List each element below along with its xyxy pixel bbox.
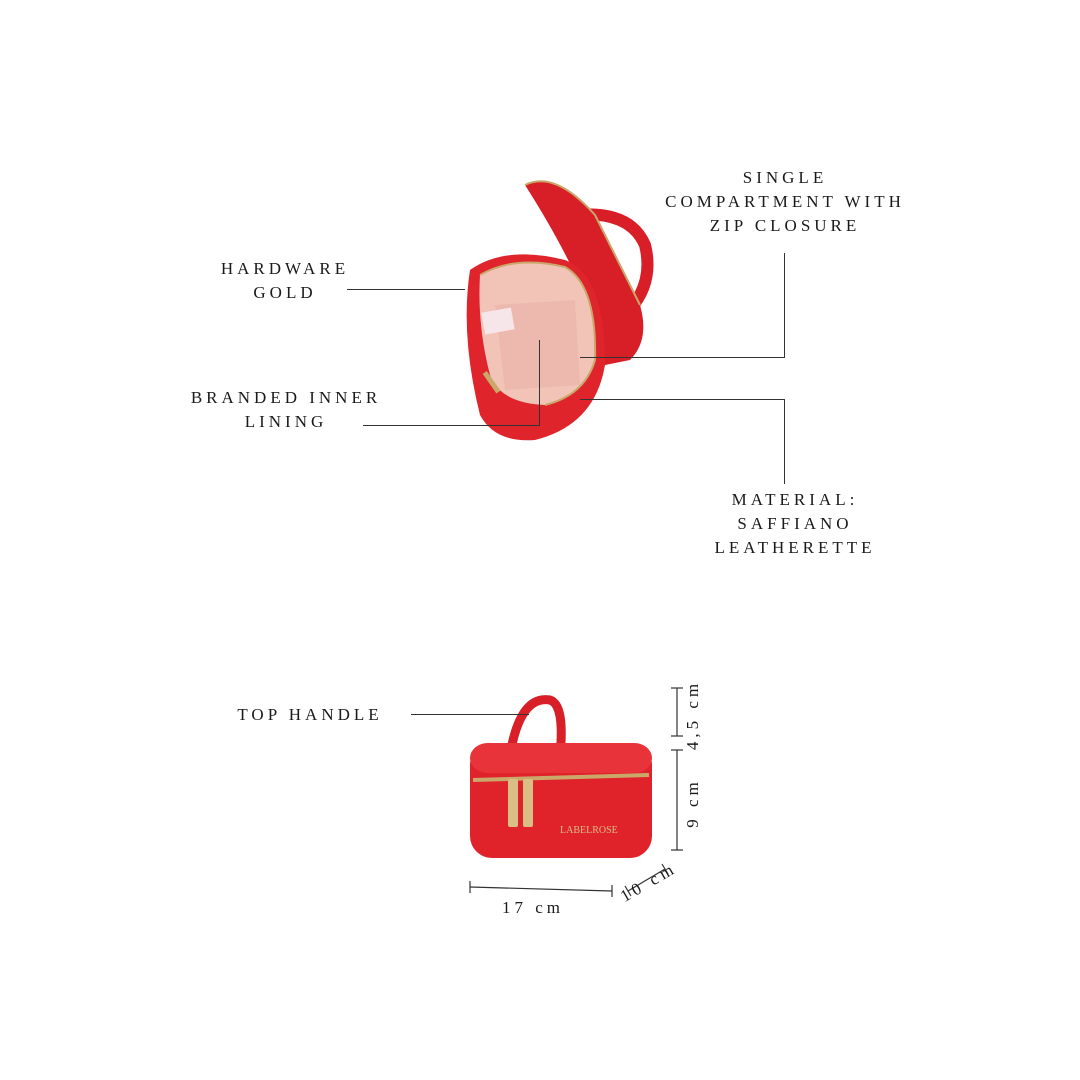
- open-bag-image: [466, 180, 654, 441]
- leader-line-compartment: [784, 253, 785, 357]
- leader-line-hardware: [347, 289, 465, 290]
- dimension-height: 9 cm: [683, 778, 702, 828]
- label-top-handle: TOP HANDLE: [237, 705, 383, 724]
- leader-line-material-v: [784, 399, 785, 484]
- leader-line-handle: [411, 714, 529, 715]
- dimension-width: 17 cm: [502, 898, 565, 917]
- leader-line-compartment-h: [580, 357, 785, 358]
- closed-bag-image: LABELROSE: [470, 695, 652, 858]
- leader-line-material: [580, 399, 785, 400]
- label-lining: BRANDED INNER LINING: [190, 388, 382, 431]
- label-material: MATERIAL: SAFFIANO LEATHERETTE: [714, 490, 876, 557]
- dimension-handle-height: 4,5 cm: [683, 679, 702, 751]
- brand-mark: LABELROSE: [560, 825, 618, 836]
- leader-line-lining: [363, 425, 540, 426]
- label-compartment: SINGLE COMPARTMENT WITH ZIP CLOSURE: [665, 168, 905, 235]
- leader-line-lining-v: [539, 340, 540, 426]
- dimension-lines: [469, 687, 683, 897]
- label-hardware: HARDWARE GOLD: [220, 259, 350, 302]
